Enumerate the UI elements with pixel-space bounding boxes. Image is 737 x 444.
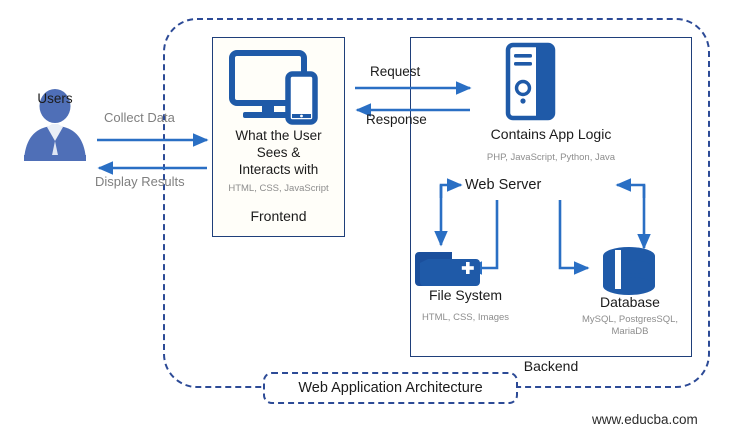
diagram-title-text: Web Application Architecture	[298, 380, 483, 396]
frontend-technologies-wrap: HTML, CSS, JavaScript	[212, 178, 345, 196]
diagram-title-badge: Web Application Architecture	[263, 372, 518, 404]
actor-users: Users	[18, 86, 92, 106]
file-system-title: File System	[428, 287, 503, 303]
file-system-technologies-wrap: HTML, CSS, Images	[398, 307, 533, 325]
database-technologies-line-2: MariaDB	[611, 326, 649, 337]
file-system-technologies: HTML, CSS, Images	[421, 312, 510, 323]
frontend-technologies: HTML, CSS, JavaScript	[228, 183, 329, 194]
app-logic-technologies: PHP, JavaScript, Python, Java	[486, 152, 616, 163]
flow-label-response: Response	[366, 112, 427, 127]
database-title: Database	[600, 294, 660, 310]
database-technologies-line-1: MySQL, PostgresSQL,	[581, 314, 679, 325]
frontend-description: What the User Sees & Interacts with	[212, 127, 345, 178]
web-server-title: Web Server	[465, 177, 542, 193]
frontend-panel-label: Frontend	[250, 208, 307, 224]
backend-panel-label: Backend	[523, 358, 579, 374]
app-logic-technologies-wrap: PHP, JavaScript, Python, Java	[410, 147, 692, 165]
frontend-description-line-1: What the User	[235, 128, 322, 143]
database-technologies-wrap: MySQL, PostgresSQL, MariaDB	[560, 314, 700, 338]
watermark-url: www.educba.com	[592, 412, 698, 427]
frontend-description-line-2: Sees &	[256, 145, 301, 160]
flow-label-collect-data: Collect Data	[104, 110, 175, 125]
flow-label-request: Request	[370, 64, 421, 79]
flow-label-display-results: Display Results	[95, 174, 185, 189]
frontend-description-line-3: Interacts with	[238, 162, 319, 177]
app-logic-title: Contains App Logic	[490, 126, 612, 142]
actor-users-label: Users	[37, 91, 73, 106]
